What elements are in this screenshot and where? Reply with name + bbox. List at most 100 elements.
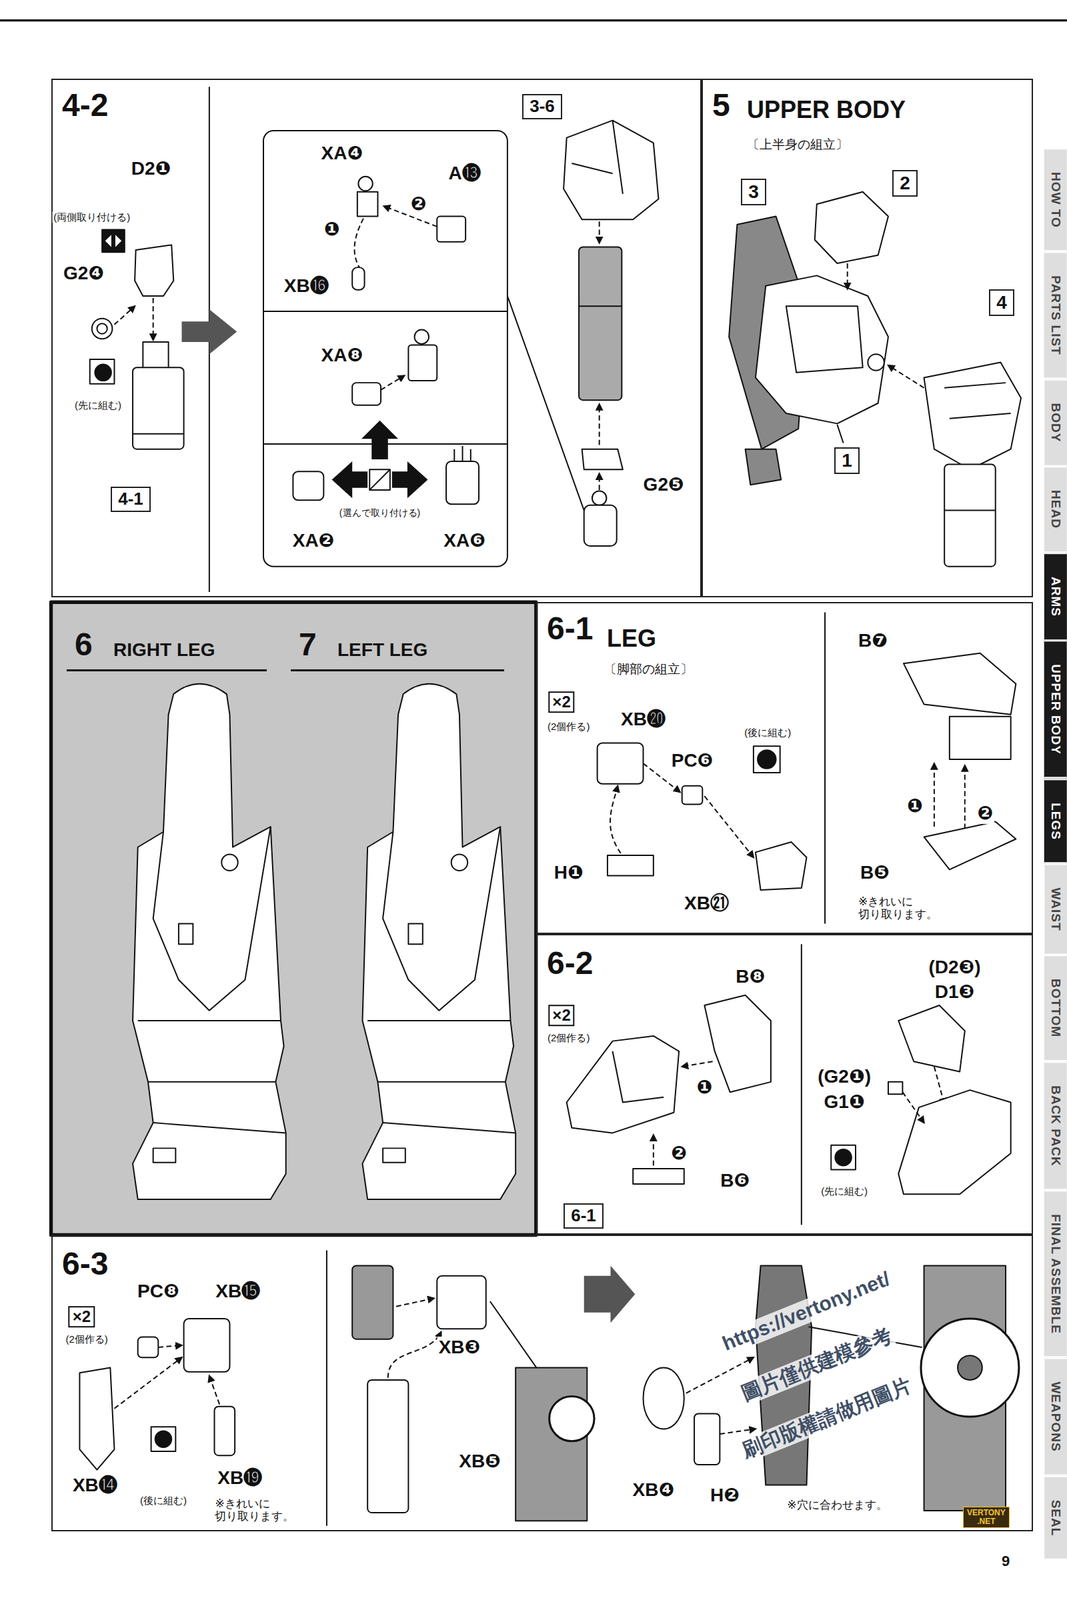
part-callout: XB⓴: [619, 708, 667, 731]
step-title: LEG: [606, 624, 657, 653]
assembly-note: (2個作る): [546, 720, 591, 733]
step-number: 6-3: [62, 1245, 109, 1283]
part-callout: (G2❶): [816, 1066, 873, 1088]
part-callout: ❶: [695, 1076, 715, 1098]
step-number: 4-2: [62, 86, 109, 124]
section-tab: WAIST: [1044, 863, 1067, 955]
step-panel: 6-2 6-1: [536, 934, 1033, 1236]
step-reference-box: 2: [892, 170, 918, 197]
part-callout: G1❶: [822, 1091, 867, 1114]
part-callout: XB⓮: [71, 1475, 119, 1497]
box-label: 4-1: [118, 488, 144, 510]
part-callout: ❷: [409, 193, 429, 215]
section-tab: ARMS: [1044, 552, 1067, 641]
section-tab: FINAL ASSEMBLE: [1044, 1190, 1067, 1358]
part-callout: B❺: [858, 862, 891, 884]
step-title: RIGHT LEG: [113, 639, 215, 661]
part-callout: A⓭: [446, 162, 482, 185]
quantity-mark: ×2: [548, 1005, 575, 1027]
quantity-mark: ×2: [548, 692, 575, 714]
part-callout: H❷: [708, 1485, 741, 1507]
assembly-note: ※きれいに 切り取ります。: [856, 895, 951, 922]
assembly-note: (後に組む): [138, 1495, 189, 1507]
step-title: UPPER BODY: [746, 96, 906, 124]
part-callout: H❶: [552, 862, 585, 884]
assembly-note: ※穴に合わせます。: [785, 1499, 889, 1513]
assembly-note: ※きれいに 切り取ります。: [213, 1497, 307, 1524]
part-callout: XB⓯: [214, 1281, 262, 1303]
step-number: 7: [298, 626, 317, 663]
step-panel: 5 UPPER BODY 〔上半身の組立〕 3 2 4 1: [701, 78, 1033, 598]
assembly-note: (選んで取り付ける): [338, 507, 422, 519]
leg-heading: 7 LEFT LEG: [290, 623, 505, 672]
step-reference-box: 6-1: [563, 1203, 604, 1229]
box-label: 2: [899, 172, 911, 195]
watermark-logo: VERTONY.NET: [962, 1507, 1010, 1529]
step-reference-box: 3-6: [522, 94, 563, 119]
assembly-note: (先に組む): [819, 1185, 869, 1198]
part-callout: ❷: [669, 1143, 689, 1165]
section-tab: WEAPONS: [1044, 1358, 1067, 1477]
step-number: 6: [74, 626, 93, 663]
section-tab: HEAD: [1044, 466, 1067, 553]
part-callout: D2❶: [130, 158, 173, 180]
step-reference-box: 1: [834, 447, 860, 475]
part-callout: B❻: [718, 1170, 751, 1192]
part-callout: B❽: [734, 966, 767, 988]
step-title: 〔脚部の組立〕: [604, 662, 693, 677]
step-number: 6-1: [546, 610, 593, 647]
assembly-note: (2個作る): [546, 1032, 591, 1044]
section-tab: UPPER BODY: [1044, 640, 1067, 779]
part-callout: D1❸: [933, 981, 977, 1003]
step-reference-box: 3: [740, 178, 767, 206]
part-callout: XB⓳: [216, 1467, 264, 1490]
part-callout: XB❺: [457, 1451, 503, 1473]
step-number: 5: [712, 86, 731, 124]
section-tab: PARTS LIST: [1044, 251, 1067, 379]
page-number: 9: [1000, 1553, 1011, 1571]
part-callout: XA❷: [291, 530, 337, 552]
section-tab: SEAL: [1044, 1476, 1067, 1561]
box-label: .NET: [966, 1517, 1006, 1527]
section-tab: HOW TO: [1044, 148, 1067, 252]
step-reference-box: 4: [988, 289, 1015, 317]
step-number: 6-2: [546, 944, 593, 982]
section-tab: BODY: [1044, 379, 1067, 467]
step-panel: 6-1 LEG 〔脚部の組立〕: [536, 602, 1033, 935]
box-label: 1: [841, 449, 853, 473]
part-callout: XB㉑: [682, 892, 731, 915]
box-label: 4: [996, 291, 1007, 315]
part-callout: ❶: [322, 218, 342, 241]
section-tab: BOTTOM: [1044, 954, 1067, 1062]
part-callout: G2❹: [62, 262, 106, 285]
part-callout: XA❽: [320, 344, 365, 367]
box-label: 3-6: [529, 96, 555, 117]
part-callout: XA❹: [320, 142, 365, 165]
part-callout: PC❻: [670, 750, 715, 772]
step-panel: 4-2 4-1 3-6: [51, 78, 702, 598]
box-label: 3: [748, 180, 759, 204]
part-callout: XB❹: [631, 1479, 677, 1502]
section-tab: LEGS: [1044, 778, 1067, 864]
part-callout: XB⓰: [282, 275, 331, 297]
step-title: LEFT LEG: [337, 639, 428, 661]
part-callout: XB❸: [437, 1337, 483, 1359]
quantity-mark: ×2: [68, 1306, 95, 1328]
part-callout: XA❻: [442, 530, 487, 552]
step-title: 〔上半身の組立〕: [746, 137, 849, 153]
part-callout: B❼: [856, 630, 889, 652]
part-callout: PC❽: [136, 1281, 181, 1303]
box-label: 6-1: [570, 1205, 597, 1227]
assembly-note: (後に組む): [742, 727, 793, 739]
part-callout: (D2❸): [926, 956, 982, 979]
part-callout: G2❺: [642, 474, 686, 496]
assembly-note: (2個作る): [64, 1333, 109, 1346]
assembly-note: (両側取り付ける): [52, 211, 132, 223]
box-label: VERTONY: [966, 1509, 1006, 1518]
step-reference-box: 4-1: [110, 486, 151, 512]
part-callout: ❷: [976, 802, 995, 825]
leg-heading: 6 RIGHT LEG: [66, 623, 267, 672]
assembly-note: (先に組む): [73, 399, 123, 411]
part-callout: ❶: [905, 795, 925, 817]
